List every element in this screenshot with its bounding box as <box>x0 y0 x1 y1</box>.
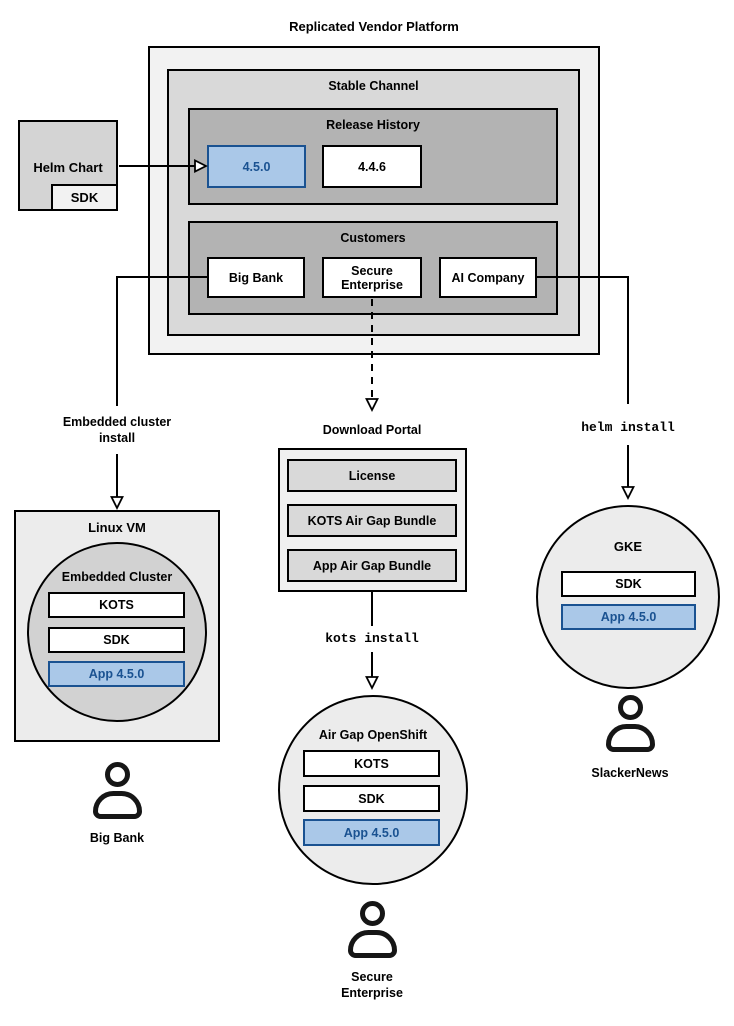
airgap-openshift-title: Air Gap OpenShift <box>318 728 428 742</box>
slackernews-user-label: SlackerNews <box>591 766 669 780</box>
diagram-title: Replicated Vendor Platform <box>289 19 459 34</box>
download-portal-arrowhead-icon <box>365 398 379 413</box>
portal-item-license: License <box>287 459 457 492</box>
person-body-icon <box>347 930 397 958</box>
portal-item-kots-airgap-bundle: KOTS Air Gap Bundle <box>287 504 457 537</box>
secure-enterprise-user-icon <box>347 901 397 958</box>
kots-install-command: kots install <box>325 631 419 646</box>
big-bank-user-icon <box>92 762 142 819</box>
release-4-4-6: 4.4.6 <box>322 145 422 188</box>
slackernews-user-icon <box>605 695 655 752</box>
release-history-title: Release History <box>326 118 420 132</box>
gke-title: GKE <box>613 539 643 554</box>
embedded-cluster-kots: KOTS <box>48 592 185 618</box>
secure-enterprise-user-label: Secure Enterprise <box>341 970 403 1000</box>
helm-chart-title: Helm Chart <box>33 160 103 175</box>
gke-app: App 4.5.0 <box>561 604 696 630</box>
embedded-cluster-app: App 4.5.0 <box>48 661 185 687</box>
download-portal-title: Download Portal <box>322 423 422 437</box>
person-body-icon <box>605 724 655 752</box>
person-head-icon <box>104 762 130 787</box>
gke-circle <box>536 505 720 689</box>
linux-vm-arrowhead-icon <box>110 496 124 511</box>
helm-install-command: helm install <box>581 420 675 435</box>
portal-item-app-airgap-bundle: App Air Gap Bundle <box>287 549 457 582</box>
customers-title: Customers <box>340 231 406 245</box>
helm-chart-sdk-badge: SDK <box>51 184 118 211</box>
person-head-icon <box>359 901 385 926</box>
person-head-icon <box>617 695 643 720</box>
person-body-icon <box>92 791 142 819</box>
embedded-cluster-install-label: Embedded cluster install <box>62 415 172 445</box>
gke-arrowhead-icon <box>621 486 635 501</box>
customer-secure-enterprise: Secure Enterprise <box>322 257 422 298</box>
embedded-cluster-title: Embedded Cluster <box>61 570 173 584</box>
embedded-cluster-sdk: SDK <box>48 627 185 653</box>
big-bank-user-label: Big Bank <box>89 831 145 845</box>
openshift-sdk: SDK <box>303 785 440 812</box>
openshift-app: App 4.5.0 <box>303 819 440 846</box>
gke-sdk: SDK <box>561 571 696 597</box>
customer-ai-company: AI Company <box>439 257 537 298</box>
customer-big-bank: Big Bank <box>207 257 305 298</box>
openshift-arrowhead-icon <box>365 676 379 691</box>
release-4-5-0: 4.5.0 <box>207 145 306 188</box>
linux-vm-title: Linux VM <box>88 520 146 535</box>
openshift-kots: KOTS <box>303 750 440 777</box>
stable-channel-title: Stable Channel <box>328 79 419 93</box>
